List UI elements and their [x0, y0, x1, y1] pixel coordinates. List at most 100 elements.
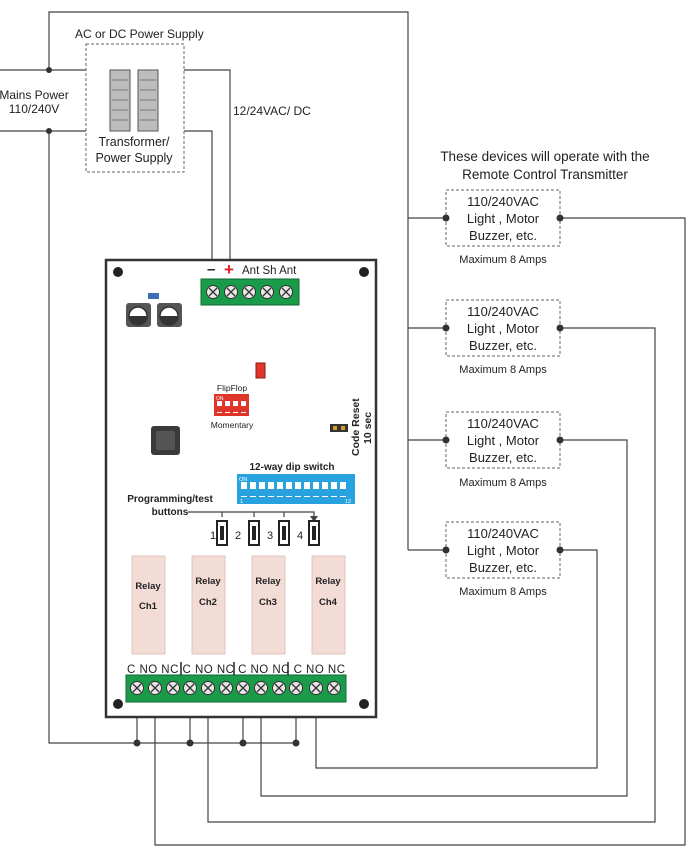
relay-channel: Ch2: [199, 597, 217, 608]
prog-label-leader: [188, 511, 315, 517]
relay-body: [191, 555, 226, 655]
small-blue-component: [148, 293, 159, 299]
code-reset-label: Code Reset: [350, 398, 362, 456]
device-box: [445, 299, 561, 357]
device-terminal-dot: [442, 324, 450, 332]
no3-to-device-3: [260, 439, 628, 797]
prog-button-3: 3: [267, 520, 290, 546]
device-voltage: 110/240VAC: [467, 416, 539, 431]
device-voltage: 110/240VAC: [467, 526, 539, 541]
relay-body: [131, 555, 166, 655]
dip12-lever-caps: [241, 489, 346, 496]
mounting-hole: [113, 267, 123, 277]
mounting-hole: [359, 699, 369, 709]
relay-channel: Ch3: [259, 597, 277, 608]
device-3: 110/240VAC Light , Motor Buzzer, etc. Ma…: [442, 411, 564, 489]
relay-ch1: Relay Ch1: [131, 555, 166, 655]
device-rating: Maximum 8 Amps: [459, 477, 547, 489]
device-type-2: Buzzer, etc.: [469, 338, 537, 353]
prog-button-2: 2: [235, 520, 260, 546]
power-supply: AC or DC Power Supply Transformer/ Power…: [75, 27, 311, 173]
device-terminal-dot: [442, 214, 450, 222]
no4-to-device-4: [315, 549, 598, 769]
device-type-2: Buzzer, etc.: [469, 450, 537, 465]
output-terminal-screws: [130, 681, 341, 695]
prog-button-number: 1: [210, 530, 216, 542]
status-led: [255, 362, 266, 379]
relay-ch2: Relay Ch2: [191, 555, 226, 655]
junction-dot: [46, 67, 52, 73]
relay-body: [311, 555, 346, 655]
device-rating: Maximum 8 Amps: [459, 586, 547, 598]
relay-ch4: Relay Ch4: [311, 555, 346, 655]
junction-dot: [46, 128, 52, 134]
prog-button-1: 1: [210, 520, 228, 546]
device-rating: Maximum 8 Amps: [459, 364, 547, 376]
prog-leader-arrow: [310, 516, 318, 522]
supply-output-label: 12/24VAC/ DC: [233, 104, 311, 118]
receiver-board: – + Ant Sh Ant FlipFlop: [104, 258, 378, 719]
junction-dot: [133, 739, 141, 747]
junction-dot: [186, 739, 194, 747]
junctions: [46, 67, 300, 747]
device-box: [445, 189, 561, 247]
flipflop-label: FlipFlop: [217, 383, 248, 393]
power-plus-label: +: [224, 260, 234, 279]
device-terminal-dot: [556, 324, 564, 332]
prog-button-number: 3: [267, 530, 273, 542]
relay-channel: Ch1: [139, 601, 158, 612]
device-type: Light , Motor: [467, 211, 540, 226]
supply-box-label-2: Power Supply: [95, 151, 173, 165]
mains-live-wire: [0, 11, 409, 218]
device-terminal-dot: [556, 214, 564, 222]
relay-label: Relay: [135, 581, 161, 592]
mounting-hole: [359, 267, 369, 277]
relay-label: Relay: [195, 576, 221, 587]
device-rating: Maximum 8 Amps: [459, 254, 547, 266]
dip12-title: 12-way dip switch: [249, 462, 334, 473]
coil-windings: [112, 79, 156, 121]
dip12-first-label: 1: [240, 499, 243, 505]
prog-button-number: 2: [235, 530, 241, 542]
no2-to-device-2: [207, 327, 656, 823]
jumper-pin: [333, 426, 337, 430]
mains-label: Mains Power 110/240V: [0, 86, 69, 116]
device-type: Light , Motor: [467, 321, 540, 336]
prog-buttons-label-1: Programming/test: [127, 494, 213, 505]
dip12-last-label: 12: [345, 499, 351, 505]
antenna-terminal-labels: Ant Sh Ant: [242, 265, 297, 277]
capacitor-pair: [126, 303, 182, 327]
top-terminal-screws: [206, 285, 293, 299]
supply-box-label-1: Transformer/: [98, 135, 170, 149]
supply-box: [85, 43, 185, 173]
mounting-hole: [113, 699, 123, 709]
code-reset-time: 10 sec: [362, 412, 374, 444]
junction-dot: [239, 739, 247, 747]
device-terminal-dot: [442, 546, 450, 554]
code-reset-jumper: [330, 424, 348, 432]
terminal-group-separators: [180, 662, 289, 675]
device-1: 110/240VAC Light , Motor Buzzer, etc. Ma…: [442, 189, 564, 266]
device-type-2: Buzzer, etc.: [469, 228, 537, 243]
learn-push-button-cap: [156, 431, 175, 450]
device-type-2: Buzzer, etc.: [469, 560, 537, 575]
device-4: 110/240VAC Light , Motor Buzzer, etc. Ma…: [442, 521, 564, 598]
jumper-pin: [341, 426, 345, 430]
prog-buttons-label-2: buttons: [152, 507, 189, 518]
prog-button-number: 4: [297, 530, 303, 542]
devices-note: These devices will operate with the Remo…: [440, 149, 649, 182]
no1-to-device-1: [154, 217, 686, 846]
device-voltage: 110/240VAC: [467, 194, 539, 209]
mains-label-bg: [2, 86, 66, 116]
device-2: 110/240VAC Light , Motor Buzzer, etc. Ma…: [442, 299, 564, 376]
mains-label-line-2: 110/240V: [9, 102, 60, 116]
device-voltage: 110/240VAC: [467, 304, 539, 319]
mains-label-line-1: Mains Power: [0, 88, 69, 102]
junction-dot: [292, 739, 300, 747]
output-terminal-labels: C NO NC C NO NC C NO NC C NO NC: [127, 664, 345, 676]
mode-dip-lever-caps: [217, 406, 246, 412]
devices-note-line-2: Remote Control Transmitter: [462, 167, 628, 182]
supply-title: AC or DC Power Supply: [75, 27, 204, 41]
